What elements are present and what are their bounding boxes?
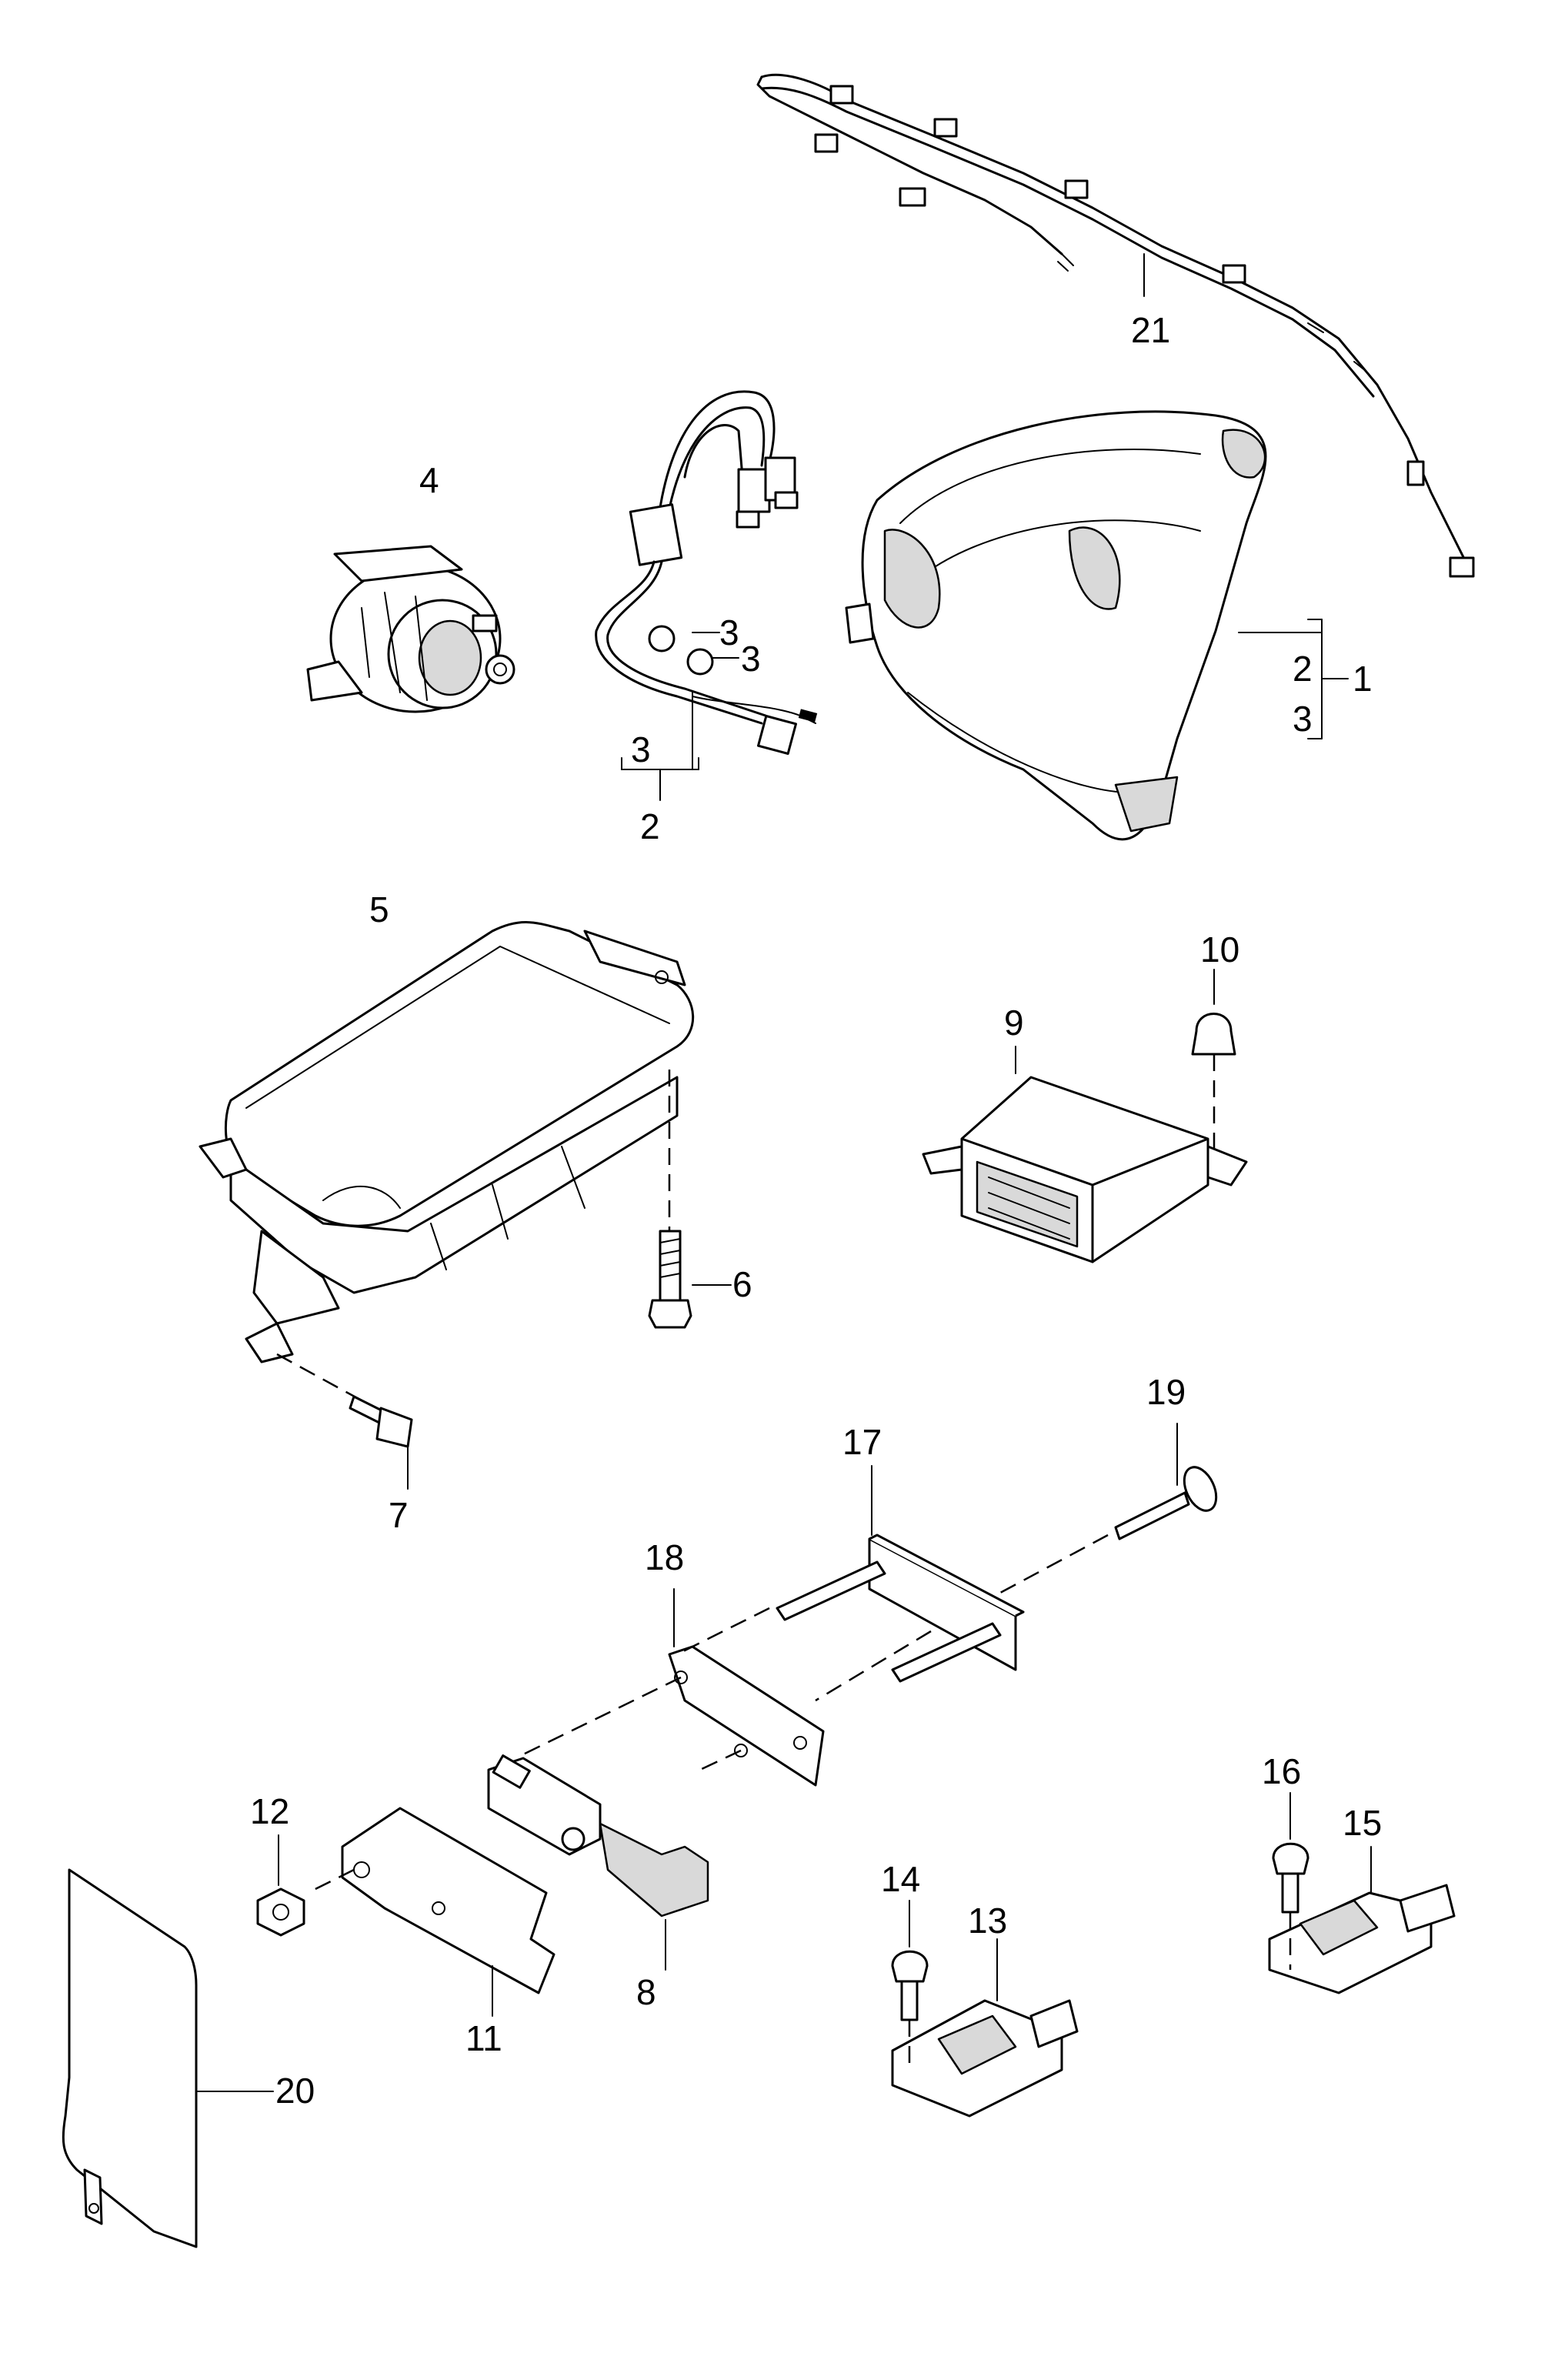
callout-3-right: 3 — [1293, 699, 1313, 739]
callout-7: 7 — [389, 1495, 409, 1535]
callout-20: 20 — [275, 2071, 315, 2111]
passenger-airbag-part-5 — [199, 921, 695, 1363]
callout-17: 17 — [842, 1422, 882, 1462]
bolt-part-19 — [999, 1423, 1218, 1594]
callout-12: 12 — [250, 1791, 289, 1831]
callout-3-lower: 3 — [741, 639, 761, 679]
callout-4: 4 — [419, 460, 439, 500]
callout-5: 5 — [369, 889, 389, 930]
wiring-harness-part-2 — [595, 390, 818, 755]
bolt-part-6 — [648, 1070, 732, 1329]
callout-10: 8 — [636, 1972, 656, 2012]
callout-18: 18 — [645, 1537, 684, 1577]
callout-bracket-1 — [1238, 619, 1349, 739]
bolt-part-16 — [1272, 1792, 1309, 1970]
callout-21: 21 — [1131, 310, 1170, 350]
callout-3-bracket: 3 — [631, 729, 651, 769]
crash-sensor-part-10 — [487, 1754, 709, 1971]
driver-airbag-part-1 — [845, 410, 1267, 841]
callout-9: 10 — [1200, 930, 1239, 970]
callout-13: 13 — [968, 1901, 1007, 1941]
sensor-part-15 — [1268, 1846, 1456, 1994]
callout-6: 6 — [732, 1264, 752, 1304]
callout-1: 1 — [1353, 659, 1373, 699]
bolt-part-7 — [276, 1353, 413, 1490]
cover-part-20 — [62, 1868, 274, 2248]
nut-part-9 — [1191, 969, 1236, 1154]
callout-11: 11 — [465, 2018, 502, 2058]
callout-8: 9 — [1004, 1003, 1024, 1043]
nut-part-12 — [256, 1834, 305, 1937]
callout-15: 15 — [1343, 1803, 1382, 1843]
callout-19: 19 — [1146, 1372, 1186, 1412]
plate-part-17 — [776, 1465, 1025, 1683]
curtain-harness-part-21 — [756, 73, 1475, 578]
clock-spring-part-4 — [306, 545, 515, 713]
callout-2-bracket: 2 — [640, 806, 660, 846]
callout-14: 14 — [881, 1859, 920, 1899]
sensor-part-13 — [891, 1938, 1079, 2118]
callout-2-right: 2 — [1293, 649, 1313, 689]
control-unit-part-8 — [922, 1046, 1248, 1263]
callout-bracket-2 — [621, 692, 699, 801]
callout-3-upper: 3 — [719, 612, 739, 652]
callout-16: 16 — [1262, 1751, 1301, 1791]
plate-part-18 — [522, 1588, 932, 1787]
callout-labels: 21 4 3 3 3 2 2 3 1 5 10 9 6 7 19 17 18 1… — [250, 310, 1382, 2111]
bolt-part-14 — [891, 1900, 929, 2070]
bracket-part-11 — [307, 1807, 555, 2017]
